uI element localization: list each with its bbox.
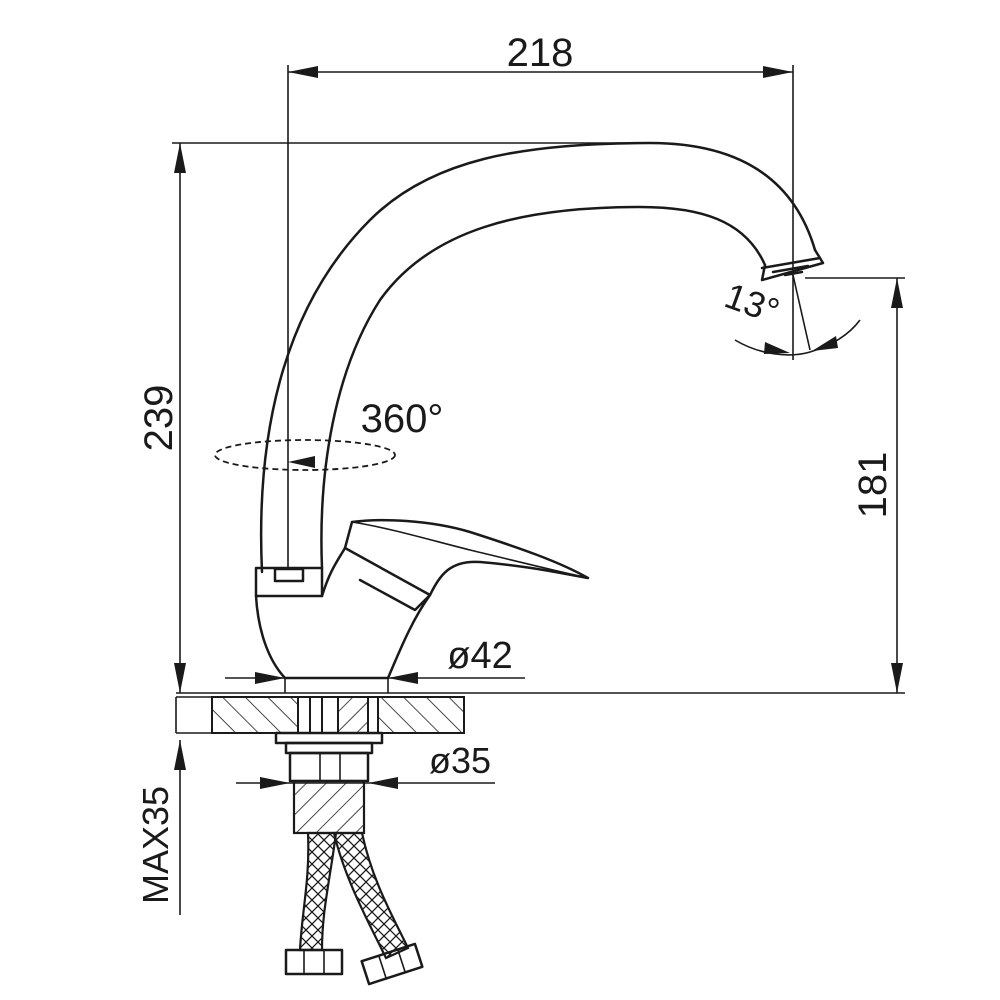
hose-left-connector xyxy=(284,948,344,976)
dim-total-height: 239 xyxy=(137,142,650,693)
lever-handle xyxy=(343,518,590,597)
spout-outer-edge xyxy=(259,141,817,574)
dim-max-counter-thickness-label: MAX35 xyxy=(135,786,176,904)
dim-swivel-angle: 360° xyxy=(214,397,444,471)
lever-handle-crease xyxy=(351,521,589,579)
swivel-rotation-ellipse xyxy=(214,439,396,471)
dim-base-diameter: ø42 xyxy=(225,635,525,693)
mounting-nut xyxy=(288,751,370,783)
faucet-outline xyxy=(254,141,825,680)
dim-aerator-angle-label: 13° xyxy=(720,275,785,332)
dim-top-width: 218 xyxy=(288,31,793,78)
dim-base-diameter-label: ø42 xyxy=(447,635,512,677)
dim-shank-diameter-label: ø35 xyxy=(429,740,491,781)
dim-spout-height: 181 xyxy=(176,277,905,694)
dim-aerator-angle: 13° xyxy=(720,275,861,356)
hose-right xyxy=(332,831,410,960)
swivel-arrow xyxy=(288,456,315,468)
counter-top-section xyxy=(175,696,465,734)
dim-top-width-label: 218 xyxy=(507,31,574,75)
hose-left xyxy=(298,831,338,952)
spout-inner-edge xyxy=(320,205,767,570)
dim-total-height-label: 239 xyxy=(137,385,181,452)
dim-swivel-angle-label: 360° xyxy=(361,397,444,441)
threaded-shank xyxy=(292,779,366,835)
dim-spout-height-label: 181 xyxy=(851,452,895,519)
cartridge-housing xyxy=(320,546,432,612)
dim-max-counter-thickness: MAX35 xyxy=(135,740,186,915)
swivel-collar-notch xyxy=(273,567,305,583)
mixer-body xyxy=(254,593,432,680)
hose-right-connector xyxy=(360,942,424,986)
mounting-shank xyxy=(274,731,384,835)
flexible-hoses xyxy=(284,831,424,986)
dim-shank-diameter: ø35 xyxy=(236,740,495,789)
